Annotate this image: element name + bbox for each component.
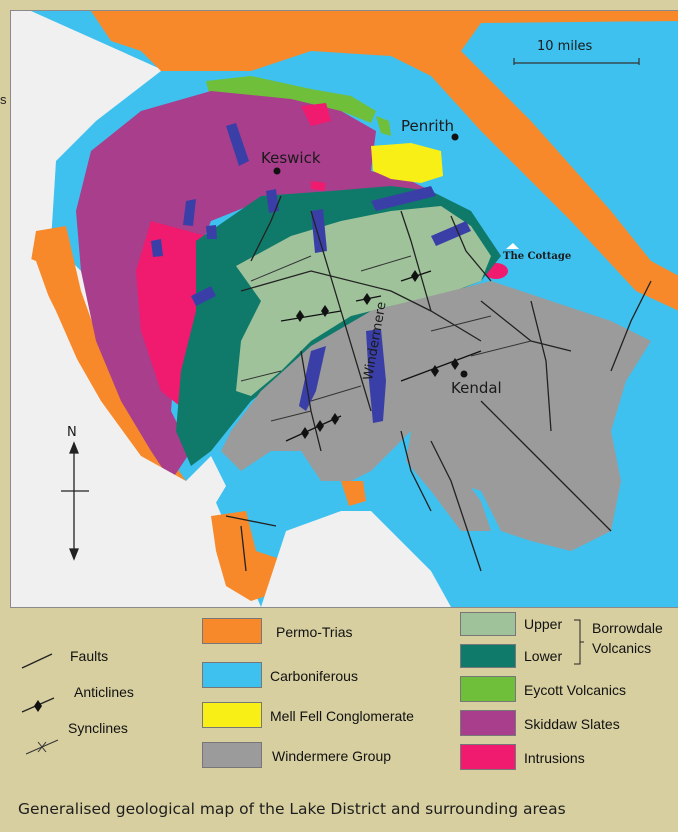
north-label: N xyxy=(67,425,77,440)
legend-symbols xyxy=(21,653,59,755)
swatch-eycott xyxy=(460,676,516,702)
legend-lower: Lower xyxy=(524,648,563,664)
keswick-label: Keswick xyxy=(261,149,321,167)
swatch-carboniferous xyxy=(202,662,262,688)
cottage-label: The Cottage xyxy=(503,251,572,262)
keswick-marker xyxy=(273,167,281,175)
permo-trias-south xyxy=(211,511,286,601)
mell-fell xyxy=(371,143,443,183)
scale-label: 10 miles xyxy=(537,39,593,54)
swatch-lower-borrowdale xyxy=(460,644,516,668)
legend-borrowdale: Borrowdale xyxy=(592,620,663,636)
legend-permo-trias: Permo-Trias xyxy=(276,624,353,640)
fault-symbol xyxy=(21,653,53,669)
penrith-marker xyxy=(451,133,459,141)
permo-trias-north xyxy=(91,11,678,311)
north-arrow-icon xyxy=(61,441,89,561)
kendal-label: Kendal xyxy=(451,379,502,397)
windermere-south xyxy=(406,431,491,531)
intrusion-keswick xyxy=(311,181,326,191)
estuary-morecambe xyxy=(261,511,451,607)
legend-mell-fell: Mell Fell Conglomerate xyxy=(270,708,414,724)
penrith-label: Penrith xyxy=(401,117,454,135)
dikes xyxy=(151,123,471,423)
swatch-intrusions xyxy=(460,744,516,770)
legend-eycott: Eycott Volcanics xyxy=(524,682,626,698)
legend-synclines: Synclines xyxy=(68,720,128,736)
cropped-text-fragment: s xyxy=(0,92,7,107)
syncline-marker xyxy=(37,741,47,753)
legend-volcanics: Volcanics xyxy=(592,640,652,656)
legend-intrusions: Intrusions xyxy=(524,750,585,766)
map-canvas xyxy=(11,11,678,607)
map-caption: Generalised geological map of the Lake D… xyxy=(18,800,566,818)
legend-anticlines: Anticlines xyxy=(74,684,134,700)
permo-trias-west xyxy=(31,226,186,486)
legend-skiddaw: Skiddaw Slates xyxy=(524,716,620,732)
eycott-small xyxy=(376,116,391,136)
synclines xyxy=(240,255,532,422)
swatch-upper-borrowdale xyxy=(460,612,516,636)
cottage-marker xyxy=(506,243,519,249)
upper-borrowdale xyxy=(236,206,491,396)
permo-trias-south2 xyxy=(341,481,366,506)
borrowdale-bracket xyxy=(574,619,584,665)
kendal-marker xyxy=(460,370,468,378)
estuary xyxy=(11,251,226,607)
swatch-skiddaw xyxy=(460,710,516,736)
geological-map: 10 miles N Keswick Penrith The Cottage K… xyxy=(10,10,678,608)
anticline-markers xyxy=(296,270,459,439)
legend-windermere: Windermere Group xyxy=(272,748,392,764)
anticlines xyxy=(280,270,482,442)
map-legend: Faults Anticlines Synclines Permo-Trias … xyxy=(0,612,678,784)
scale-bar xyxy=(513,58,640,65)
swatch-windermere xyxy=(202,742,262,768)
swatch-permo-trias xyxy=(202,618,262,644)
intrusion-north xyxy=(301,103,331,126)
legend-carboniferous: Carboniferous xyxy=(270,668,358,684)
legend-faults: Faults xyxy=(70,648,109,664)
anticline-marker xyxy=(34,700,42,712)
swatch-mell-fell xyxy=(202,702,262,728)
legend-upper: Upper xyxy=(524,616,563,632)
